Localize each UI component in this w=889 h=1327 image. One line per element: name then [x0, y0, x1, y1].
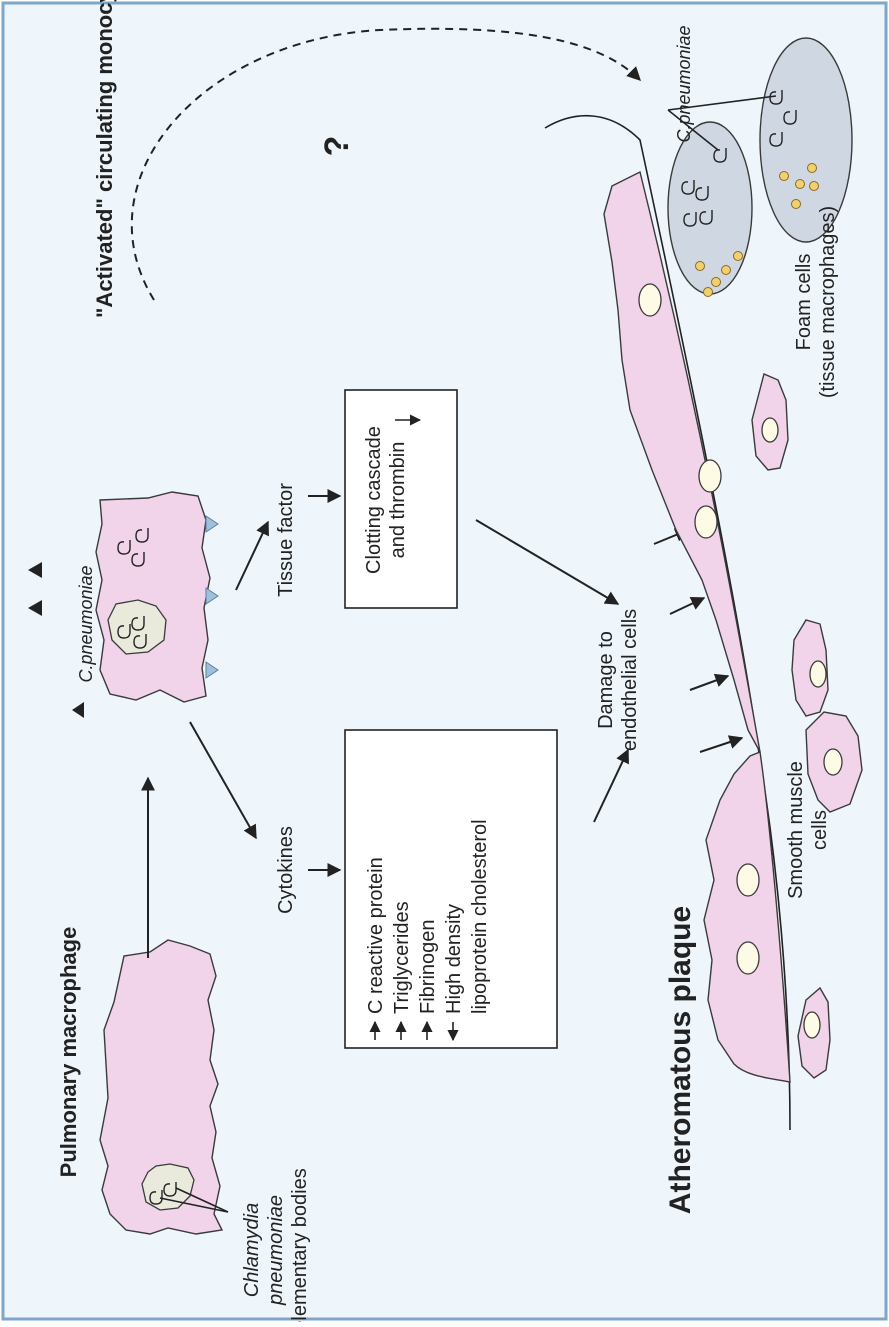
elementary-bodies-label: pneumoniae [265, 1195, 287, 1306]
plaque-nucleus [737, 864, 759, 896]
monocyte-c-pneumoniae-label: C.pneumoniae [76, 565, 96, 682]
cytokines-label: Cytokines [275, 826, 297, 914]
marker-item-4: lipoprotein cholesterol [469, 819, 491, 1014]
clotting-line2: and thrombin [387, 442, 409, 559]
clotting-line1: Clotting cascade [363, 426, 385, 574]
plaque-nucleus [737, 942, 759, 974]
plaque-nucleus [699, 460, 721, 492]
marker-item-3: High density [443, 904, 465, 1014]
foam-cells-label: (tissue macrophages) [817, 206, 839, 398]
tissue-factor-label: Tissue factor [275, 483, 297, 597]
smooth-muscle-label: Smooth muscle [785, 761, 807, 899]
marker-item-1: Triglycerides [391, 901, 413, 1014]
smooth-muscle-label: cells [809, 810, 831, 850]
foam-cell-left [668, 122, 752, 294]
foam-cells-label: Foam cells [793, 254, 815, 351]
marker-item-0: C reactive protein [365, 857, 387, 1014]
elementary-bodies-label: Chlamydia [241, 1203, 263, 1297]
damage-label: endothelial cells [619, 609, 641, 751]
pulmonary-macrophage-title: Pulmonary macrophage [56, 927, 81, 1178]
marker-item-2: Fibrinogen [417, 919, 439, 1014]
foam-c-pneumoniae-label: C.pneumoniae [674, 25, 694, 142]
elementary-bodies-label: elementary bodies [289, 1168, 311, 1322]
atheromatous-plaque-title: Atheromatous plaque [664, 906, 697, 1214]
question-mark: ? [318, 136, 356, 157]
activated-monocyte-cell [96, 492, 210, 702]
plaque-nucleus [695, 506, 717, 538]
damage-label: Damage to [595, 631, 617, 729]
smooth-muscle-cell [792, 620, 828, 716]
plaque-nucleus [639, 284, 661, 316]
activated-monocyte-title: "Activated" circulating monocyte [92, 0, 117, 318]
